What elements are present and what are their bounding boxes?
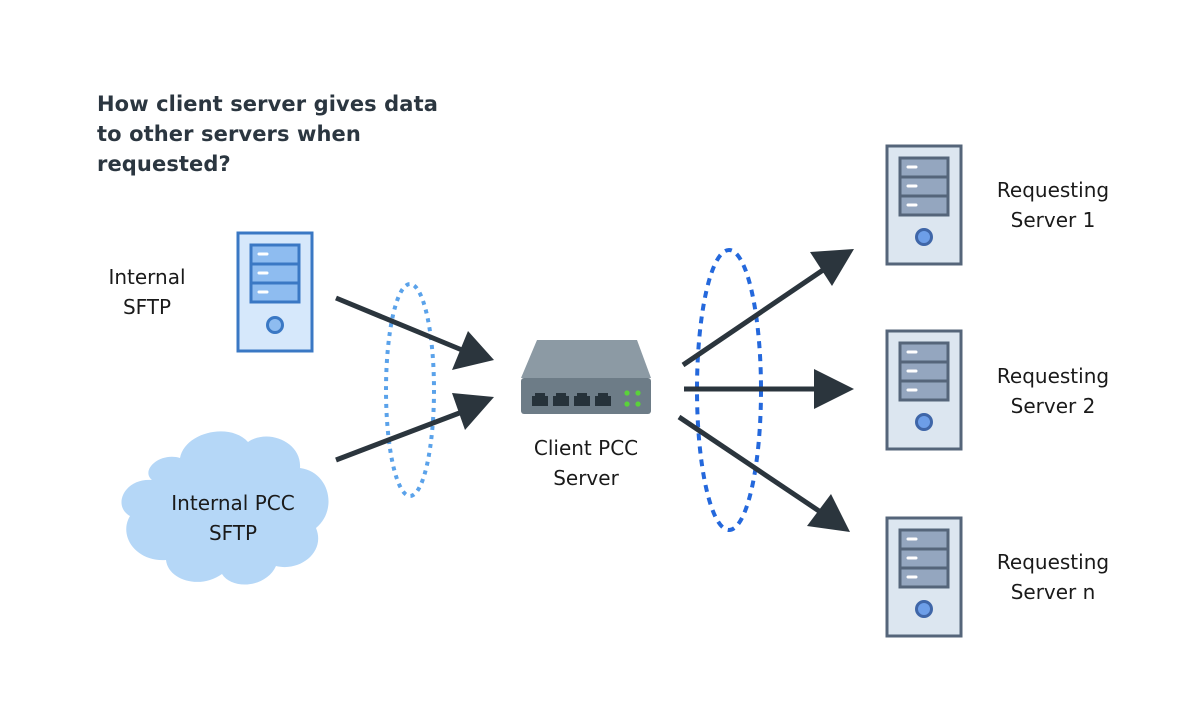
label-line: Requesting xyxy=(996,364,1110,388)
arrowhead-icon xyxy=(452,331,494,370)
label-line: SFTP xyxy=(122,295,172,319)
label-line: Requesting xyxy=(996,550,1110,574)
label-requesting-server-n: Requesting Server n xyxy=(980,547,1126,607)
arrowhead-icon xyxy=(807,494,850,532)
label-line: SFTP xyxy=(208,521,258,545)
label-requesting-server-2: Requesting Server 2 xyxy=(980,361,1126,421)
label-client-pcc-server: Client PCC Server xyxy=(511,433,661,493)
title-line: to other servers when xyxy=(97,122,361,146)
label-line: Server n xyxy=(1010,580,1096,604)
inbound-group-ellipse xyxy=(384,282,436,498)
arrow-client-to-requesting-1 xyxy=(681,265,828,368)
label-internal-sftp: Internal SFTP xyxy=(95,262,199,322)
server-tower-icon xyxy=(885,144,963,266)
server-tower-icon xyxy=(236,231,314,353)
label-line: Client PCC xyxy=(533,436,639,460)
label-requesting-server-1: Requesting Server 1 xyxy=(980,175,1126,235)
arrow-internal-pcc-sftp-to-client xyxy=(335,409,463,463)
label-line: Requesting xyxy=(996,178,1110,202)
cloud-icon xyxy=(121,431,329,585)
diagram-title: How client server gives data to other se… xyxy=(97,89,477,179)
arrowhead-icon xyxy=(810,249,854,286)
arrow-internal-sftp-to-client xyxy=(335,295,463,353)
label-line: Internal xyxy=(108,265,186,289)
label-line: Server 2 xyxy=(1010,394,1096,418)
arrowhead-icon xyxy=(452,393,494,430)
arrow-client-to-requesting-n xyxy=(677,414,824,516)
label-line: Server 1 xyxy=(1010,208,1096,232)
title-line: requested? xyxy=(97,152,231,176)
network-switch-icon xyxy=(521,340,651,414)
label-line: Server xyxy=(553,466,619,490)
server-tower-icon xyxy=(885,329,963,451)
server-tower-icon xyxy=(885,516,963,638)
label-internal-pcc-sftp: Internal PCC SFTP xyxy=(148,488,318,548)
label-line: Internal PCC xyxy=(171,491,295,515)
title-line: How client server gives data xyxy=(97,92,438,116)
arrowhead-icon xyxy=(814,369,854,409)
